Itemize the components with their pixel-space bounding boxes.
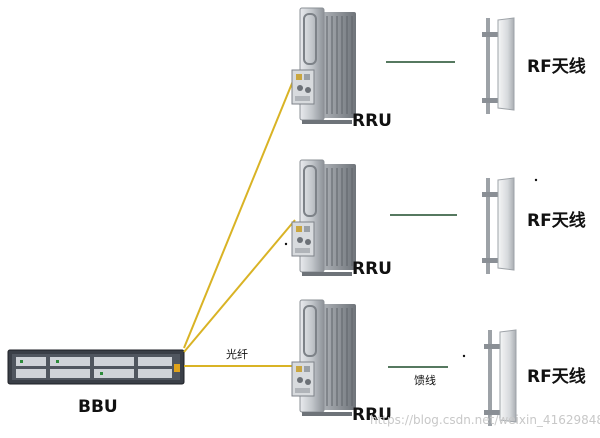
antenna-label-2: RF天线 <box>527 210 586 231</box>
feeder-cables <box>386 61 457 368</box>
dot-marker <box>284 242 288 246</box>
rf-antenna-3 <box>483 329 517 427</box>
rru-label-3: RRU <box>352 405 392 425</box>
watermark: https://blog.csdn.net/weixin_41629848 <box>370 413 600 427</box>
fiber-line-middle <box>183 219 296 353</box>
fiber-line-top <box>183 75 296 349</box>
fiber-label: 光纤 <box>226 347 248 361</box>
rru-unit-3 <box>291 299 357 417</box>
antenna-label-1: RF天线 <box>527 56 586 77</box>
antenna-label-3: RF天线 <box>527 366 586 387</box>
rru-label-2: RRU <box>352 259 392 279</box>
bbu-unit <box>7 349 185 385</box>
bbu-label: BBU <box>78 397 118 417</box>
feeder-label: 馈线 <box>414 373 436 387</box>
rru-unit-2 <box>291 159 357 277</box>
rru-label-1: RRU <box>352 111 392 131</box>
dot-marker <box>534 178 538 182</box>
rf-antenna-2 <box>481 177 515 275</box>
fiber-cables <box>183 75 296 367</box>
rru-unit-1 <box>291 7 357 125</box>
dot-marker <box>462 354 466 358</box>
rf-antenna-1 <box>481 17 515 115</box>
